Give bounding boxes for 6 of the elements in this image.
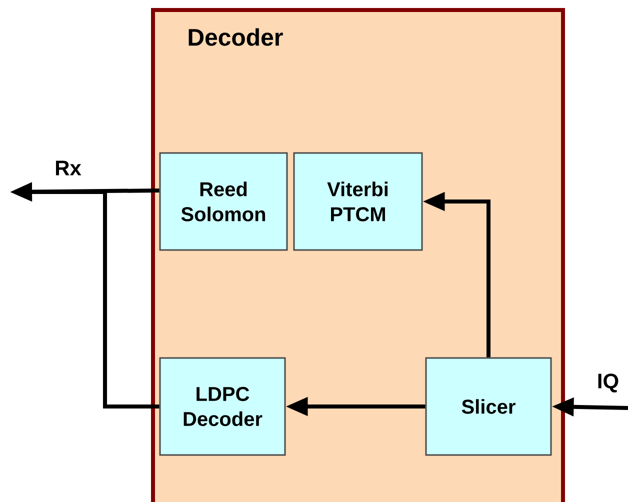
process-box: Slicer	[425, 357, 552, 456]
process-box: Reed Solomon	[159, 152, 288, 251]
edge-label: Rx	[56, 160, 82, 176]
edge-label: IQ	[598, 374, 618, 392]
process-box: Viterbi PTCM	[293, 152, 423, 251]
process-box: LDPC Decoder	[159, 357, 286, 456]
